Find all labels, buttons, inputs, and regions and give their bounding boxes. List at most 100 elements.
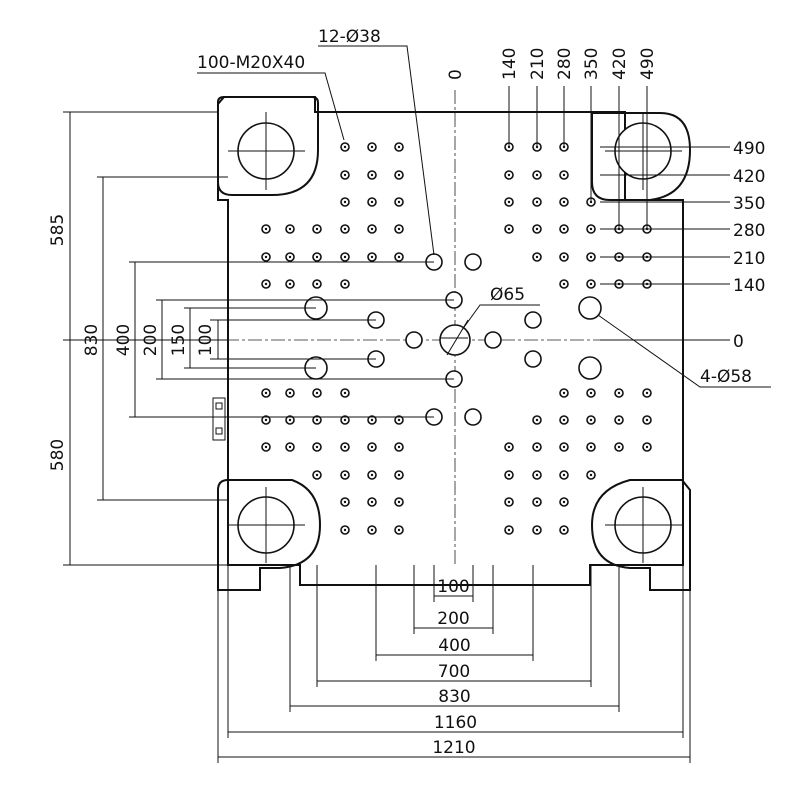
large-hole [405, 331, 423, 349]
bottom-dimension-label: 1160 [434, 713, 477, 733]
corner-bore-top-right [605, 112, 682, 190]
threaded-holes-grid [261, 142, 652, 535]
threaded-hole [285, 442, 295, 452]
threaded-hole [340, 142, 350, 152]
top-column-label: 210 [528, 48, 548, 80]
threaded-hole [367, 415, 377, 425]
threaded-hole [614, 388, 624, 398]
threaded-hole [394, 497, 404, 507]
threaded-hole [340, 197, 350, 207]
left-dimensions [63, 111, 454, 566]
label-corner-holes: 4-Ø58 [700, 367, 752, 387]
threaded-hole [394, 142, 404, 152]
threaded-hole [394, 197, 404, 207]
threaded-hole [367, 525, 377, 535]
threaded-hole [312, 279, 322, 289]
large-hole [524, 311, 542, 329]
threaded-hole [559, 388, 569, 398]
threaded-hole [312, 252, 322, 262]
bottom-dimension-label: 400 [438, 636, 470, 656]
large-hole [464, 408, 482, 426]
threaded-hole [367, 252, 377, 262]
threaded-hole [367, 497, 377, 507]
threaded-hole [559, 279, 569, 289]
large-hole [484, 331, 502, 349]
dim-585: 585 [48, 214, 68, 246]
threaded-hole [261, 279, 271, 289]
threaded-hole [261, 388, 271, 398]
top-column-label: 420 [610, 48, 630, 80]
threaded-hole [559, 252, 569, 262]
threaded-hole [532, 470, 542, 480]
top-column-label: 490 [638, 48, 658, 80]
top-column-label: 140 [500, 48, 520, 80]
threaded-hole [367, 470, 377, 480]
threaded-hole [614, 415, 624, 425]
corner-bore-bottom-right [605, 487, 682, 563]
threaded-hole [504, 470, 514, 480]
threaded-hole [340, 470, 350, 480]
corner-hole [578, 296, 602, 320]
threaded-hole [394, 442, 404, 452]
threaded-hole [340, 252, 350, 262]
threaded-hole [312, 415, 322, 425]
threaded-hole [312, 388, 322, 398]
threaded-hole [532, 252, 542, 262]
threaded-hole [340, 279, 350, 289]
label-threaded-holes: 100-M20X40 [197, 53, 305, 73]
threaded-hole [614, 442, 624, 452]
corner-bore-top-left [228, 112, 305, 190]
threaded-hole [340, 497, 350, 507]
threaded-hole [586, 388, 596, 398]
threaded-hole [559, 415, 569, 425]
threaded-hole [367, 224, 377, 234]
threaded-hole [586, 252, 596, 262]
right-row-label: 210 [733, 249, 765, 269]
threaded-hole [586, 279, 596, 289]
threaded-hole [559, 470, 569, 480]
top-column-label: 0 [446, 69, 466, 80]
threaded-hole [559, 442, 569, 452]
threaded-hole [504, 442, 514, 452]
label-large-holes: 12-Ø38 [318, 27, 381, 47]
corner-bores [228, 112, 682, 563]
threaded-hole [586, 442, 596, 452]
top-column-label: 280 [555, 48, 575, 80]
threaded-hole [559, 170, 569, 180]
threaded-hole [532, 197, 542, 207]
threaded-hole [559, 197, 569, 207]
bottom-dimension-label: 200 [437, 609, 469, 629]
threaded-hole [394, 224, 404, 234]
dim-100: 100 [196, 324, 216, 356]
threaded-hole [504, 224, 514, 234]
threaded-hole [312, 470, 322, 480]
corner-hole [578, 356, 602, 380]
threaded-hole [261, 442, 271, 452]
threaded-hole [504, 497, 514, 507]
label-center-hole: Ø65 [490, 285, 525, 305]
threaded-hole [394, 470, 404, 480]
dim-200: 200 [141, 324, 161, 356]
threaded-hole [340, 525, 350, 535]
threaded-hole [367, 197, 377, 207]
bottom-dimension-label: 1210 [432, 738, 475, 758]
threaded-hole [504, 170, 514, 180]
bottom-dimension-label: 700 [438, 662, 470, 682]
threaded-hole [340, 442, 350, 452]
right-row-label: 140 [733, 276, 765, 296]
threaded-hole [532, 442, 542, 452]
threaded-hole [394, 415, 404, 425]
threaded-hole [340, 170, 350, 180]
bottom-dimension-label: 830 [438, 687, 470, 707]
dim-400: 400 [114, 324, 134, 356]
threaded-hole [532, 497, 542, 507]
threaded-hole [642, 388, 652, 398]
dim-150: 150 [169, 324, 189, 356]
threaded-hole [261, 224, 271, 234]
threaded-hole [394, 252, 404, 262]
threaded-hole [394, 170, 404, 180]
threaded-hole [367, 170, 377, 180]
threaded-hole [532, 224, 542, 234]
threaded-hole [285, 415, 295, 425]
